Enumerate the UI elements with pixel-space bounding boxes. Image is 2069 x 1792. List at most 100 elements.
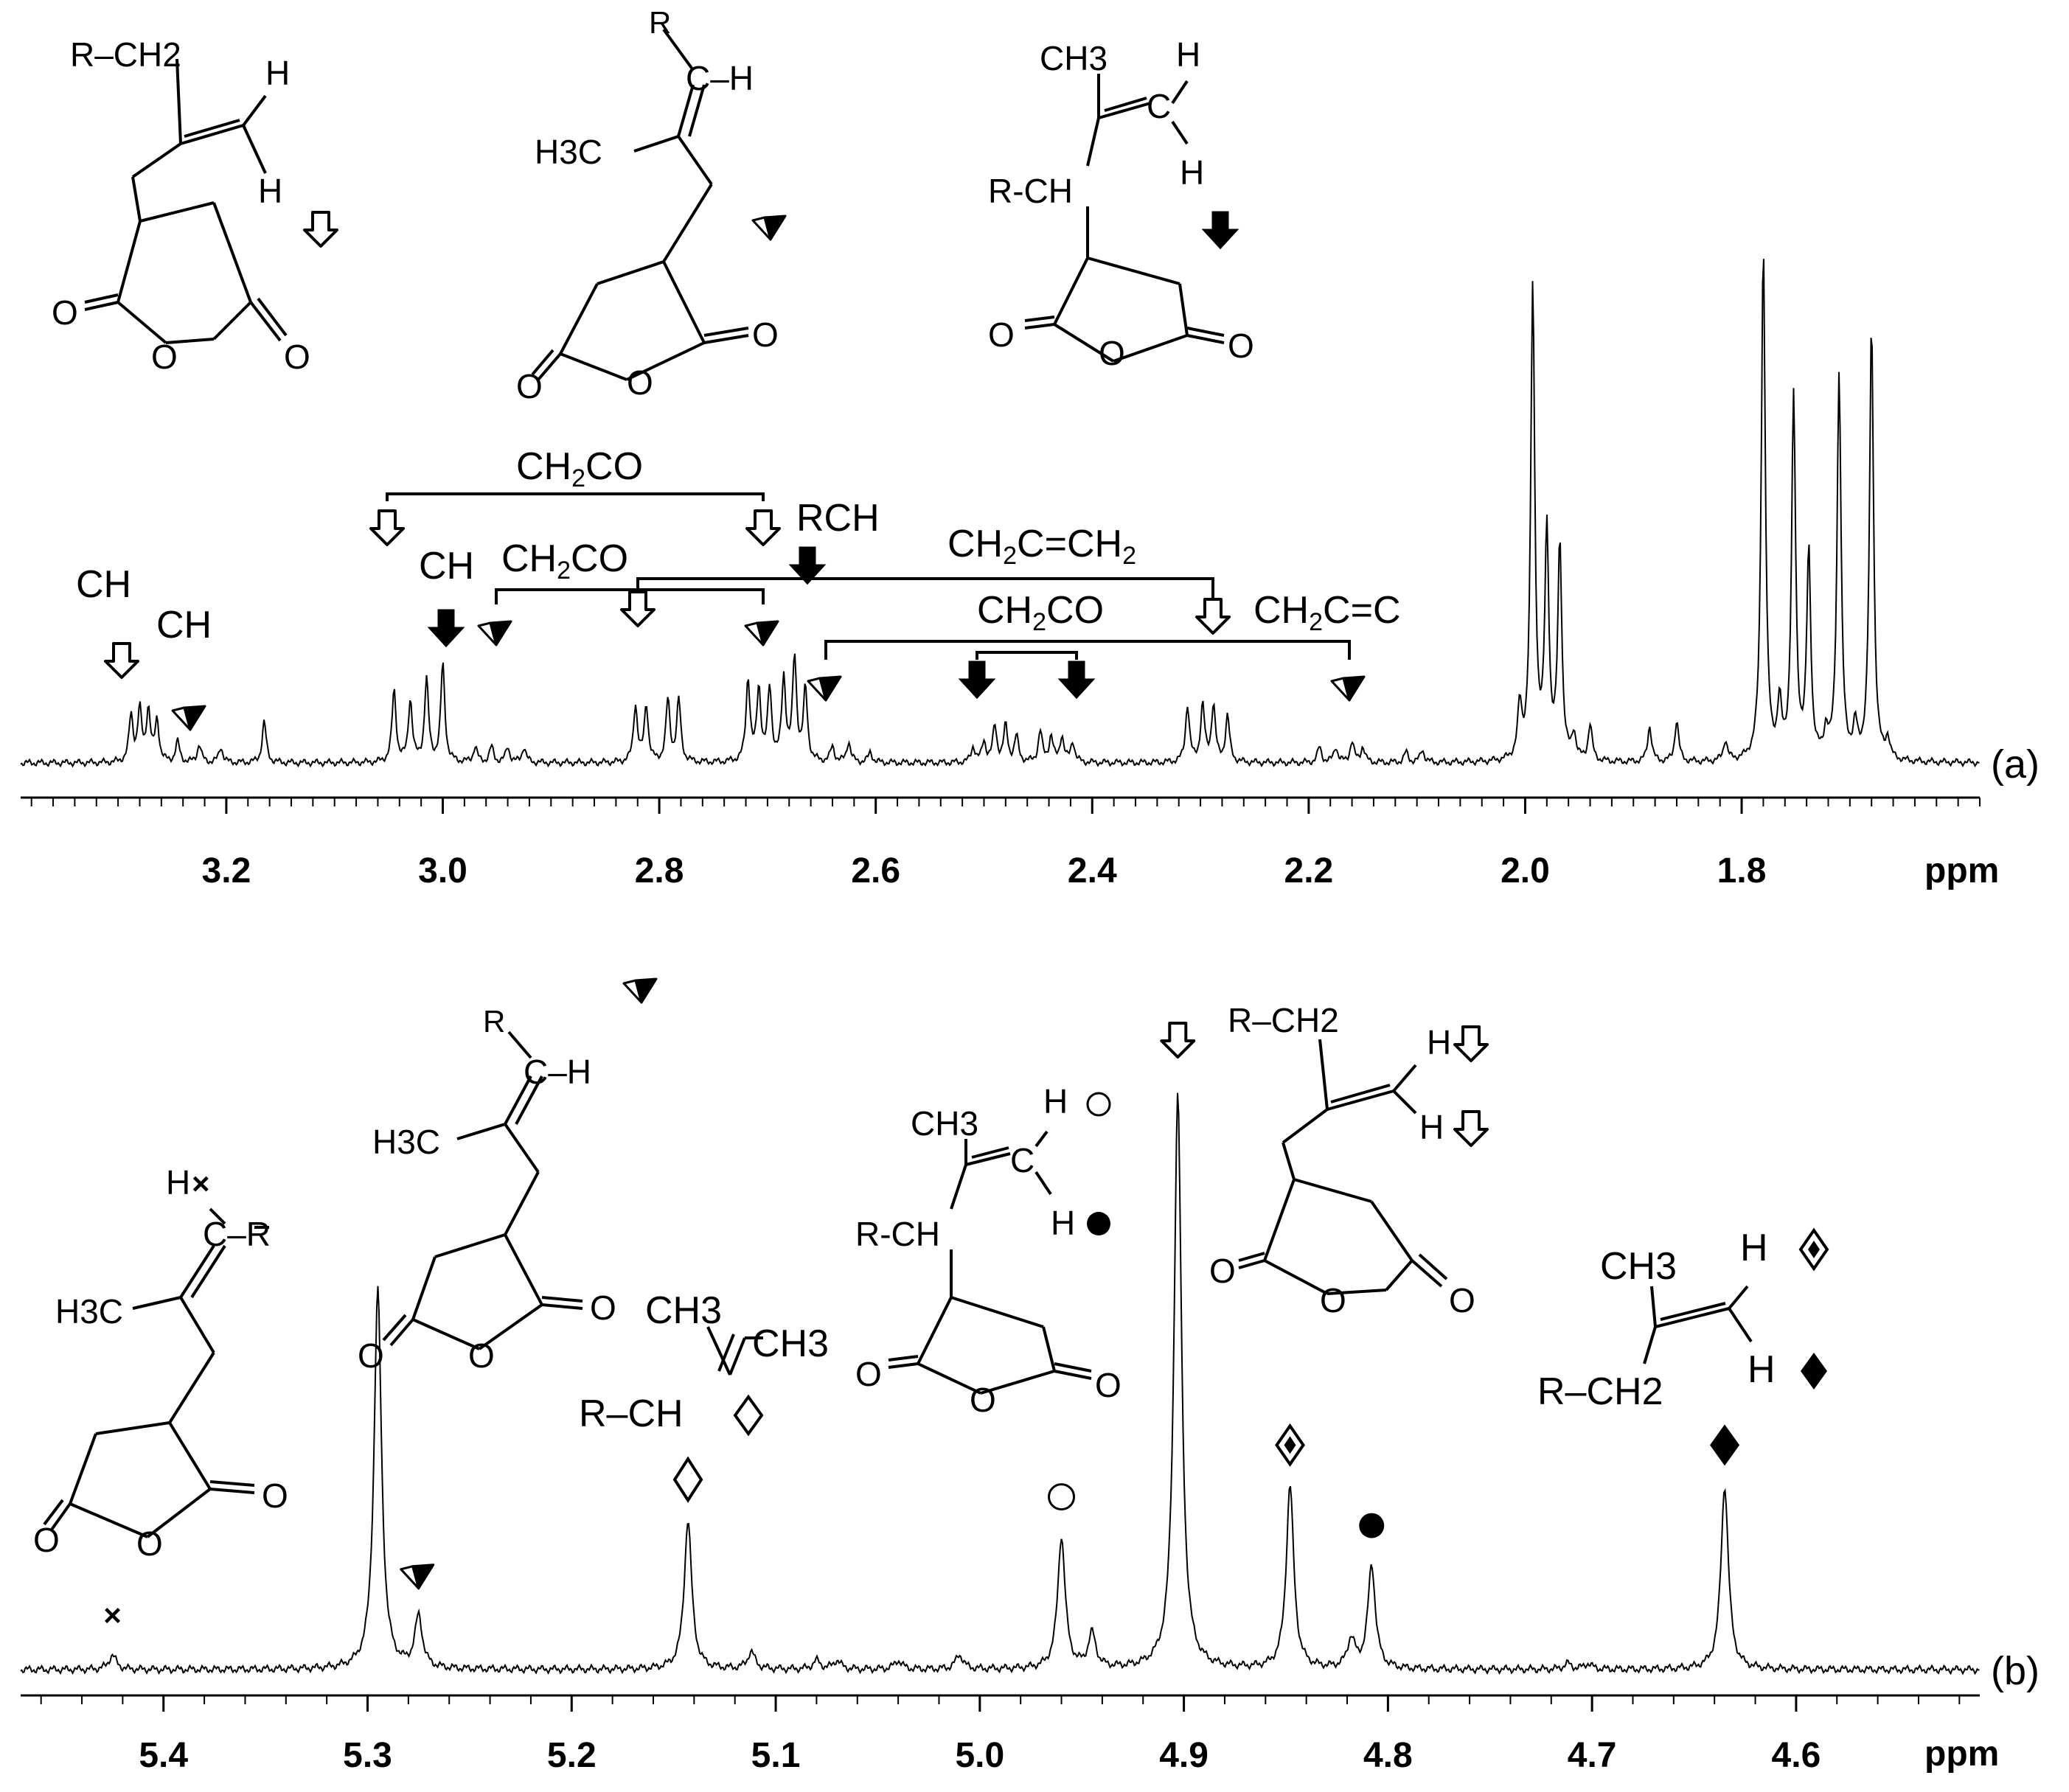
tick-label: 5.1 bbox=[751, 1736, 801, 1775]
tick-label: 4.9 bbox=[1159, 1736, 1209, 1775]
struct-a2-me: H3C bbox=[535, 133, 602, 171]
struct-b3-marker bbox=[733, 1394, 764, 1437]
struct-b2-o3: O bbox=[590, 1289, 616, 1327]
peak-marker-hollow-arrow bbox=[1160, 1022, 1196, 1059]
tick-label: 4.8 bbox=[1363, 1736, 1413, 1775]
struct-b5-h1: H bbox=[1427, 1023, 1451, 1061]
marker-a-ch2c-1 bbox=[807, 675, 842, 702]
struct-a1-h1: H bbox=[265, 54, 290, 92]
struct-a3-rch: R-CH bbox=[988, 172, 1073, 210]
peak-marker-open-circle bbox=[1048, 1483, 1076, 1511]
axis-b-unit: ppm bbox=[1924, 1735, 1999, 1774]
struct-b6-rch2: R–CH2 bbox=[1537, 1370, 1663, 1413]
struct-a3-c: C bbox=[1147, 87, 1171, 125]
struct-b1-o1: O bbox=[33, 1521, 60, 1559]
axis-a-unit: ppm bbox=[1924, 851, 1999, 890]
label-ch2cch2: CH2C=CH2 bbox=[947, 523, 1136, 570]
spectrum-b-trace bbox=[20, 1092, 1980, 1676]
struct-b2-ch: C–H bbox=[524, 1053, 591, 1091]
struct-b6-h1: H bbox=[1740, 1227, 1768, 1269]
panel-label-b: (b) bbox=[1991, 1649, 2040, 1693]
struct-b4-me: CH3 bbox=[911, 1104, 978, 1143]
structure-b6 bbox=[1643, 1285, 1753, 1364]
struct-b1-o2: O bbox=[136, 1524, 163, 1563]
tick-label: 3.2 bbox=[202, 851, 251, 890]
label-ch-3: CH bbox=[419, 545, 474, 588]
structure-b5 bbox=[1238, 1039, 1448, 1295]
struct-b6-marker-1 bbox=[1799, 1229, 1829, 1270]
struct-b4-c: C bbox=[1010, 1141, 1034, 1179]
structure-a3-marker bbox=[1203, 211, 1238, 249]
marker-a-ch2co-l bbox=[369, 509, 405, 546]
tick-label: 5.4 bbox=[139, 1736, 188, 1775]
tick-label: 2.6 bbox=[851, 851, 900, 890]
struct-a3-h1: H bbox=[1176, 35, 1200, 74]
struct-b4-h1: H bbox=[1043, 1082, 1068, 1120]
marker-a-ch2co-2l bbox=[477, 620, 512, 646]
struct-b5-o1: O bbox=[1209, 1252, 1236, 1290]
tick-label: 2.2 bbox=[1284, 851, 1334, 890]
tick-label: 5.0 bbox=[955, 1736, 1004, 1775]
spectrum-a-trace bbox=[20, 259, 1980, 768]
structure-a2 bbox=[531, 28, 749, 381]
assignment-brackets-a bbox=[386, 492, 1351, 660]
struct-b5-top: R–CH2 bbox=[1228, 1001, 1339, 1039]
marker-a-ch bbox=[428, 609, 464, 647]
marker-a-vinyl bbox=[1195, 598, 1231, 635]
struct-a2-o3: O bbox=[752, 315, 779, 354]
struct-b1-cr: C–R bbox=[203, 1215, 271, 1253]
structure-b2 bbox=[382, 1031, 583, 1350]
struct-a1-o3: O bbox=[284, 338, 310, 376]
struct-b2-r: R bbox=[483, 1004, 505, 1039]
struct-b1-x: × bbox=[192, 1166, 210, 1201]
structure-a2-marker bbox=[751, 215, 787, 241]
panel-label-a: (a) bbox=[1991, 742, 2040, 787]
label-ch2co-3: CH2CO bbox=[977, 589, 1104, 636]
tick-label: 2.4 bbox=[1068, 851, 1117, 890]
struct-b5-o3: O bbox=[1449, 1281, 1475, 1319]
peak-marker-x: × bbox=[103, 1598, 122, 1633]
structure-b1 bbox=[43, 1207, 269, 1538]
struct-a1-top: R–CH2 bbox=[70, 35, 181, 74]
struct-b6-me: CH3 bbox=[1600, 1245, 1677, 1288]
struct-a1-o1: O bbox=[52, 293, 78, 332]
structure-a3 bbox=[1024, 74, 1225, 363]
struct-b4-o1: O bbox=[855, 1355, 882, 1393]
marker-a-ch2co-3l bbox=[959, 660, 995, 699]
struct-b3-rch: R–CH bbox=[579, 1392, 684, 1435]
tick-label: 3.0 bbox=[418, 851, 467, 890]
label-ch2co-2: CH2CO bbox=[501, 537, 628, 585]
tick-label: 2.0 bbox=[1501, 851, 1550, 890]
struct-b2-o2: O bbox=[468, 1336, 495, 1375]
struct-b1-h: H bbox=[166, 1163, 190, 1202]
struct-b4-o3: O bbox=[1095, 1366, 1122, 1404]
struct-a3-h2: H bbox=[1180, 153, 1204, 192]
peak-marker-filled-circle bbox=[1359, 1513, 1385, 1538]
struct-b6-marker-2 bbox=[1801, 1353, 1827, 1390]
label-ch2co-1: CH2CO bbox=[516, 445, 643, 492]
struct-b5-h2: H bbox=[1419, 1108, 1444, 1146]
struct-a3-me: CH3 bbox=[1040, 39, 1107, 77]
struct-a3-o2: O bbox=[1099, 334, 1125, 372]
marker-a-ch-1 bbox=[104, 642, 139, 679]
struct-b4-rch: R-CH bbox=[855, 1215, 940, 1253]
struct-a2-o1: O bbox=[516, 367, 543, 405]
structure-a1 bbox=[84, 58, 288, 344]
struct-b6-h2: H bbox=[1748, 1348, 1776, 1391]
tick-label: 4.6 bbox=[1772, 1736, 1821, 1775]
axis-a-ticks bbox=[30, 798, 1981, 814]
struct-a2-r: R bbox=[649, 5, 671, 40]
structure-a1-marker bbox=[303, 211, 338, 248]
structure-b3 bbox=[706, 1326, 763, 1376]
struct-a3-o1: O bbox=[988, 315, 1015, 354]
label-rch: RCH bbox=[796, 497, 880, 540]
marker-a-ch2co-2r2 bbox=[744, 620, 779, 646]
struct-a1-o2: O bbox=[151, 338, 178, 376]
struct-b5-o2: O bbox=[1320, 1281, 1346, 1319]
peak-marker-split bbox=[400, 1563, 435, 1590]
struct-b3-me: CH3 bbox=[645, 1289, 722, 1332]
